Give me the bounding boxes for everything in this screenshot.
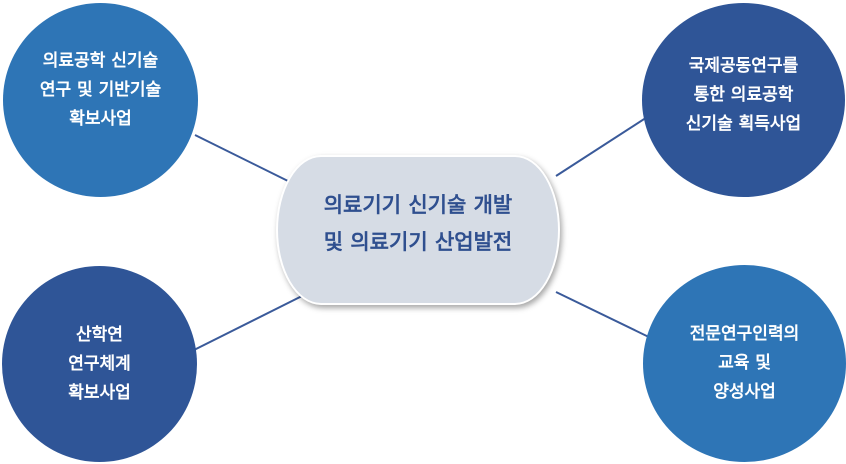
connector-top-right: [555, 111, 656, 177]
node-text-line: 통한 의료공학: [693, 84, 794, 105]
connector-top-left: [194, 134, 293, 184]
node-text-line: 확보사업: [68, 382, 131, 403]
node-text-line: 확보사업: [69, 108, 132, 129]
center-text-line: 및 의료기기 산업발전: [323, 230, 513, 254]
node-text-line: 연구체계: [68, 353, 131, 374]
node-researcher-training: 전문연구인력의 교육 및 양성사업: [643, 265, 846, 462]
connector-bottom-left: [193, 295, 303, 351]
node-text-line: 전문연구인력의: [689, 324, 800, 344]
node-text-line: 양성사업: [713, 382, 776, 402]
node-text-line: 국제공동연구를: [688, 55, 799, 76]
connector-bottom-right: [555, 291, 656, 341]
node-text-line: 연구 및 기반기술: [39, 79, 162, 100]
node-text-line: 신기술 획득사업: [685, 113, 802, 134]
central-goal-node: 의료기기 신기술 개발 및 의료기기 산업발전: [276, 155, 560, 305]
node-text-line: 산학연: [76, 324, 123, 345]
node-international-joint-research: 국제공동연구를 통한 의료공학 신기술 획득사업: [642, 3, 845, 197]
node-medical-engineering-research: 의료공학 신기술 연구 및 기반기술 확보사업: [3, 3, 198, 197]
node-industry-academia-research: 산학연 연구체계 확보사업: [2, 266, 197, 462]
center-text-line: 의료기기 신기술 개발: [323, 193, 513, 217]
node-text-line: 의료공학 신기술: [42, 50, 159, 71]
node-text-line: 교육 및: [718, 353, 771, 373]
